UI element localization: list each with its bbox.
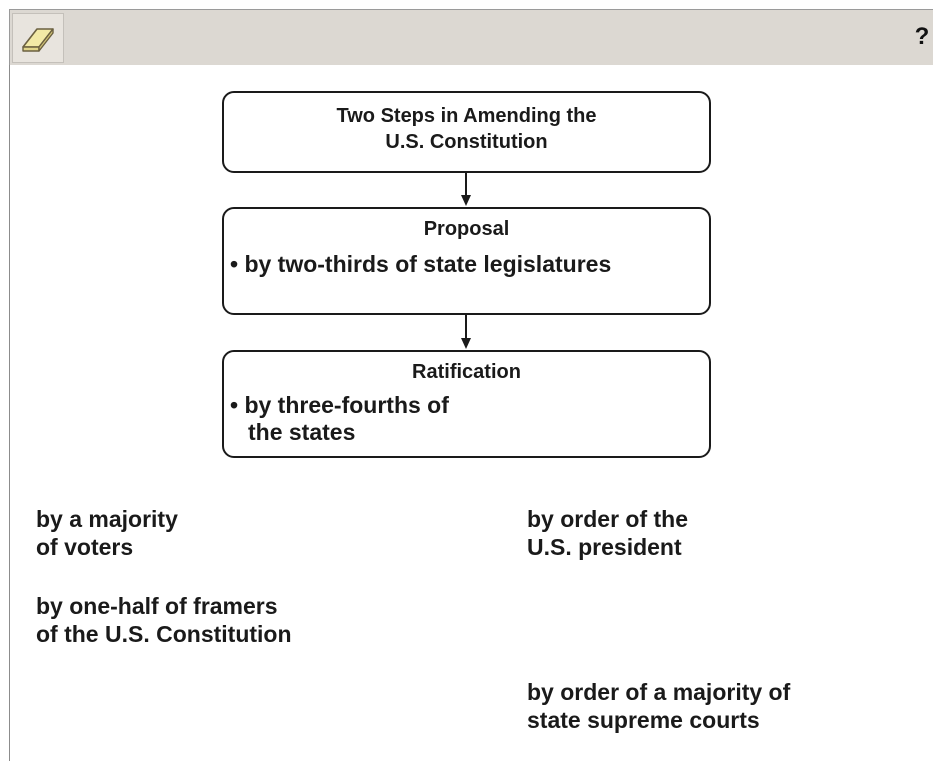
choice-line: U.S. president	[527, 534, 682, 560]
proposal-heading: Proposal	[423, 218, 510, 240]
eraser-button[interactable]	[12, 13, 64, 63]
choice-line: by one-half of framers	[36, 593, 278, 619]
choice-state-supreme-courts[interactable]: by order of a majority of state supreme …	[527, 678, 790, 734]
workspace-border	[9, 65, 10, 761]
choice-line: by order of the	[527, 506, 689, 532]
toolbar: ?	[9, 9, 933, 65]
choice-line: by a majority	[36, 506, 178, 532]
choice-line: by order of a majority of	[527, 679, 791, 705]
diagram-title-line-1: Two Steps in Amending the	[336, 105, 597, 127]
eraser-icon	[22, 28, 54, 52]
arrow-down-icon	[461, 315, 471, 349]
proposal-box: Proposal • by two-thirds of state legisl…	[222, 207, 711, 315]
choice-line: of voters	[36, 534, 134, 560]
ratification-answer-line-2: the states	[248, 419, 356, 445]
proposal-answer: • by two-thirds of state legislatures	[230, 251, 612, 277]
ratification-answer-line-1: • by three-fourths of	[230, 392, 449, 418]
choice-one-half-of-framers[interactable]: by one-half of framers of the U.S. Const…	[36, 592, 292, 648]
choice-line: state supreme courts	[527, 707, 760, 733]
diagram-title-box: Two Steps in Amending the U.S. Constitut…	[222, 91, 711, 173]
choice-majority-of-voters[interactable]: by a majority of voters	[36, 505, 178, 561]
diagram-title-line-2: U.S. Constitution	[385, 131, 548, 153]
ratification-box: Ratification • by three-fourths of the s…	[222, 350, 711, 458]
ratification-heading: Ratification	[412, 361, 521, 383]
choice-line: of the U.S. Constitution	[36, 621, 292, 647]
choice-order-of-president[interactable]: by order of the U.S. president	[527, 505, 688, 561]
help-button[interactable]: ?	[914, 23, 930, 50]
arrow-down-icon	[461, 173, 471, 206]
